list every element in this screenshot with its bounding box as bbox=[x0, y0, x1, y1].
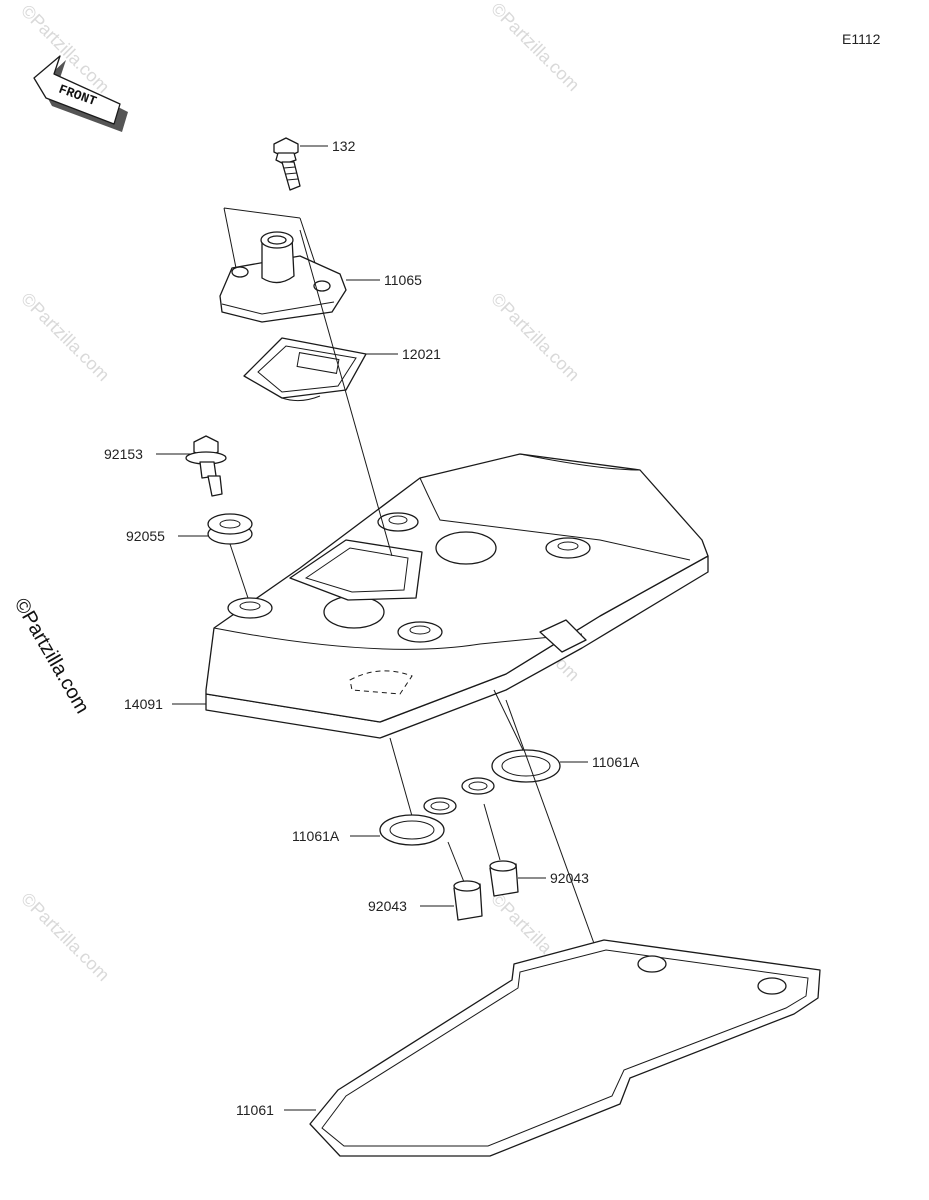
watermark-side: ©Partzilla.com bbox=[10, 595, 94, 718]
label-92153: 92153 bbox=[104, 446, 143, 462]
breather-plate-12021 bbox=[243, 337, 367, 402]
dowel-left-92043 bbox=[447, 841, 483, 921]
cover-bolt-92153 bbox=[185, 435, 227, 497]
labels: 132 11065 12021 92153 92055 14091 11061A… bbox=[104, 138, 640, 1118]
label-92043-right: 92043 bbox=[550, 870, 589, 886]
label-11061a-left: 11061A bbox=[292, 828, 340, 844]
label-92043-left: 92043 bbox=[368, 898, 407, 914]
watermark: ©Partzilla.com bbox=[487, 289, 583, 385]
watermark: ©Partzilla.com bbox=[487, 0, 583, 95]
head-cover-14091 bbox=[205, 229, 709, 739]
bolt-132 bbox=[273, 137, 301, 191]
breather-cover-11065 bbox=[219, 207, 347, 323]
label-12021: 12021 bbox=[402, 346, 441, 362]
dowel-right-92043 bbox=[483, 803, 519, 897]
diagram-code: E1112 bbox=[842, 31, 881, 47]
watermark: ©Partzilla.com bbox=[17, 289, 113, 385]
label-11065: 11065 bbox=[384, 272, 422, 288]
front-arrow: FRONT bbox=[33, 55, 128, 132]
plug-gasket-right-11061a bbox=[461, 689, 561, 795]
watermark: ©Partzilla.com bbox=[17, 889, 113, 985]
label-132: 132 bbox=[332, 138, 356, 154]
label-92055: 92055 bbox=[126, 528, 165, 544]
label-14091: 14091 bbox=[124, 696, 163, 712]
cover-gasket-11061 bbox=[309, 699, 821, 1157]
grommet-92055 bbox=[207, 513, 253, 599]
label-11061: 11061 bbox=[236, 1102, 274, 1118]
plug-gasket-left-11061a bbox=[379, 737, 457, 846]
label-11061a-right: 11061A bbox=[592, 754, 640, 770]
